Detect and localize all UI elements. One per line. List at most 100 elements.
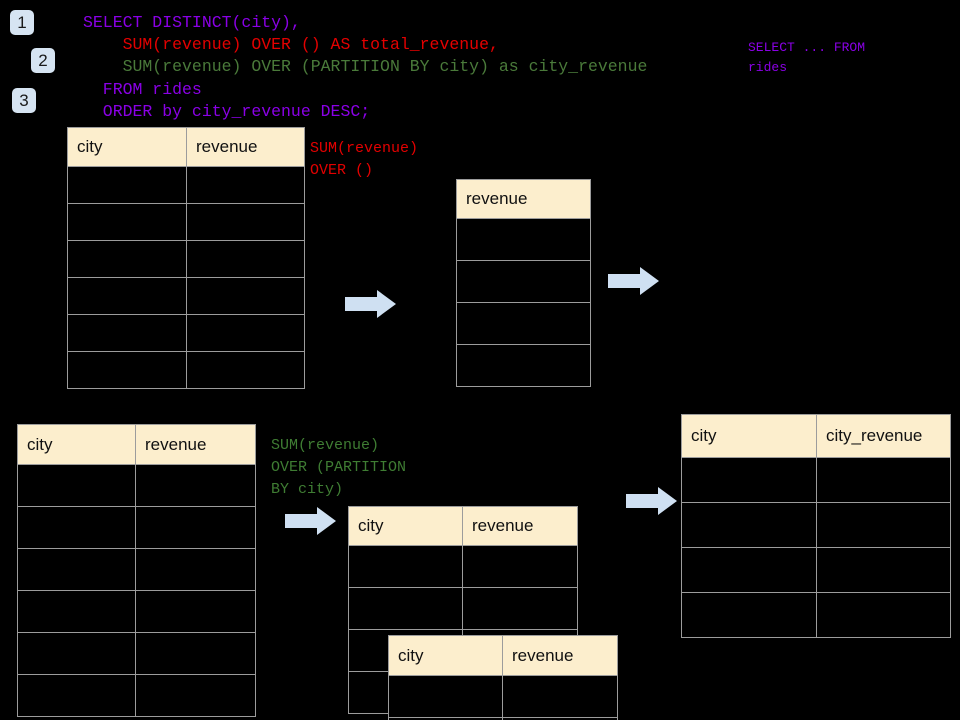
table-row xyxy=(681,547,951,593)
cell-city-revenue xyxy=(816,457,951,503)
arrow-rides-to-total-icon xyxy=(345,290,396,318)
cell-city xyxy=(67,277,187,315)
table-row xyxy=(17,674,256,717)
table-rides-top: city revenue xyxy=(67,127,305,389)
cell-city xyxy=(681,547,817,593)
table-row xyxy=(67,314,305,352)
step-badge-1: 1 xyxy=(10,10,34,35)
cell-revenue xyxy=(462,587,578,630)
cell-revenue xyxy=(502,675,618,718)
table-row xyxy=(388,717,618,720)
table-row xyxy=(67,166,305,204)
table-row xyxy=(17,548,256,591)
cell-revenue xyxy=(135,506,256,549)
column-header-revenue: revenue xyxy=(462,506,578,546)
cell-city xyxy=(681,502,817,548)
table-row xyxy=(17,506,256,549)
table-row xyxy=(681,457,951,503)
cell-city-revenue xyxy=(816,502,951,548)
annotation-total-revenue-line-2: OVER () xyxy=(310,162,374,179)
table-header-row: city revenue xyxy=(348,506,578,546)
column-header-revenue: revenue xyxy=(456,179,591,219)
table-row xyxy=(456,302,591,345)
sql-line-city-revenue: SUM(revenue) OVER (PARTITION BY city) as… xyxy=(83,57,648,76)
cell-city xyxy=(681,457,817,503)
cell-revenue xyxy=(456,218,591,261)
table-partition-front: city revenue xyxy=(388,635,618,720)
annotation-city-revenue-line-1: SUM(revenue) xyxy=(271,437,380,454)
cell-revenue xyxy=(135,548,256,591)
table-total-revenue: revenue xyxy=(456,179,591,387)
table-body xyxy=(681,457,951,638)
table-body xyxy=(456,218,591,387)
table-row xyxy=(681,502,951,548)
cell-revenue xyxy=(186,166,305,204)
cell-city xyxy=(681,592,817,638)
table-body xyxy=(17,464,256,717)
step-badge-2: 2 xyxy=(31,48,55,73)
annotation-city-revenue-line-3: BY city) xyxy=(271,481,344,498)
cell-revenue xyxy=(462,545,578,588)
column-header-revenue: revenue xyxy=(186,127,305,167)
table-row xyxy=(67,351,305,389)
column-header-city: city xyxy=(67,127,187,167)
arrow-rides-to-partition-icon xyxy=(285,507,336,535)
cell-revenue xyxy=(135,674,256,717)
table-row xyxy=(348,545,578,588)
cell-city xyxy=(67,203,187,241)
annotation-city-revenue-line-2: OVER (PARTITION xyxy=(271,459,407,476)
column-header-city-revenue: city_revenue xyxy=(816,414,951,458)
table-row xyxy=(348,587,578,630)
table-result: city city_revenue xyxy=(681,414,951,638)
cell-revenue xyxy=(456,302,591,345)
cell-revenue xyxy=(135,632,256,675)
column-header-city: city xyxy=(681,414,817,458)
cell-city xyxy=(67,166,187,204)
column-header-revenue: revenue xyxy=(135,424,256,465)
column-header-city: city xyxy=(17,424,136,465)
arrow-total-to-result-icon xyxy=(608,267,659,295)
table-row xyxy=(681,592,951,638)
cell-city xyxy=(17,632,136,675)
column-header-city: city xyxy=(388,635,503,676)
cell-city-revenue xyxy=(816,592,951,638)
cell-revenue xyxy=(186,277,305,315)
cell-city-revenue xyxy=(816,547,951,593)
cell-city xyxy=(17,590,136,633)
table-body xyxy=(388,675,618,720)
sql-line-from-rides: FROM rides xyxy=(83,80,202,99)
cell-revenue xyxy=(502,717,618,720)
cell-city xyxy=(67,314,187,352)
column-header-city: city xyxy=(348,506,463,546)
sql-line-order-by: ORDER by city_revenue DESC; xyxy=(83,102,371,121)
cell-city xyxy=(67,351,187,389)
cell-city xyxy=(388,675,503,718)
table-row xyxy=(456,218,591,261)
table-body xyxy=(67,166,305,389)
cell-city xyxy=(17,506,136,549)
table-row xyxy=(67,203,305,241)
arrow-partition-to-result-icon xyxy=(626,487,677,515)
cell-city xyxy=(67,240,187,278)
table-row xyxy=(17,464,256,507)
cell-revenue xyxy=(186,203,305,241)
cell-revenue xyxy=(186,240,305,278)
sql-line-total-revenue: SUM(revenue) OVER () AS total_revenue, xyxy=(83,35,499,54)
side-note-line-2: rides xyxy=(748,60,788,75)
step-badge-3: 3 xyxy=(12,88,36,113)
table-row xyxy=(17,632,256,675)
table-header-row: city revenue xyxy=(17,424,256,465)
table-header-row: city city_revenue xyxy=(681,414,951,458)
cell-city xyxy=(348,587,463,630)
table-row xyxy=(67,277,305,315)
table-rides-bottom: city revenue xyxy=(17,424,256,717)
cell-city xyxy=(17,464,136,507)
cell-revenue xyxy=(135,590,256,633)
table-row xyxy=(67,240,305,278)
table-header-row: city revenue xyxy=(67,127,305,167)
column-header-revenue: revenue xyxy=(502,635,618,676)
side-note-line-1: SELECT ... FROM xyxy=(748,40,866,55)
cell-city xyxy=(17,674,136,717)
cell-revenue xyxy=(186,314,305,352)
